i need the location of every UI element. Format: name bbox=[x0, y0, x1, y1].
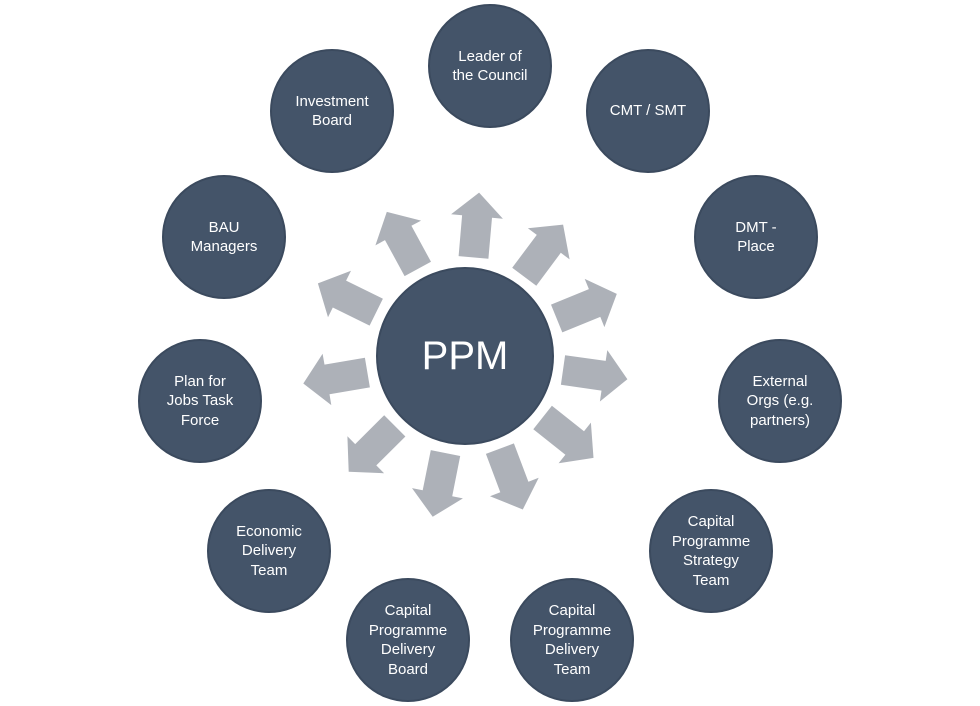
arrow-to-plan-jobs bbox=[303, 353, 370, 406]
node-economic-delivery-team: Economic Delivery Team bbox=[207, 489, 331, 613]
node-dmt-place: DMT - Place bbox=[694, 175, 818, 299]
arrow-to-cp-strategy bbox=[533, 405, 594, 464]
node-bau-managers: BAU Managers bbox=[162, 175, 286, 299]
arrow-to-leader bbox=[451, 192, 503, 259]
arrow-to-investment bbox=[375, 211, 431, 277]
arrow-to-external bbox=[560, 350, 628, 402]
arrow-to-cp-delivery-team bbox=[485, 443, 539, 510]
node-plan-for-jobs-task-force: Plan for Jobs Task Force bbox=[138, 339, 262, 463]
center-node-ppm: PPM bbox=[376, 267, 554, 445]
arrow-to-bau bbox=[317, 270, 383, 326]
node-capital-programme-strategy-team: Capital Programme Strategy Team bbox=[649, 489, 773, 613]
node-capital-programme-delivery-team: Capital Programme Delivery Team bbox=[510, 578, 634, 702]
node-external-orgs: External Orgs (e.g. partners) bbox=[718, 339, 842, 463]
arrow-to-cp-delivery-board bbox=[412, 450, 463, 517]
arrow-to-economic bbox=[347, 415, 406, 474]
node-capital-programme-delivery-board: Capital Programme Delivery Board bbox=[346, 578, 470, 702]
node-investment-board: Investment Board bbox=[270, 49, 394, 173]
arrow-to-cmt bbox=[512, 224, 570, 286]
node-cmt-smt: CMT / SMT bbox=[586, 49, 710, 173]
node-leader-of-the-council: Leader of the Council bbox=[428, 4, 552, 128]
arrow-to-dmt bbox=[551, 278, 617, 333]
